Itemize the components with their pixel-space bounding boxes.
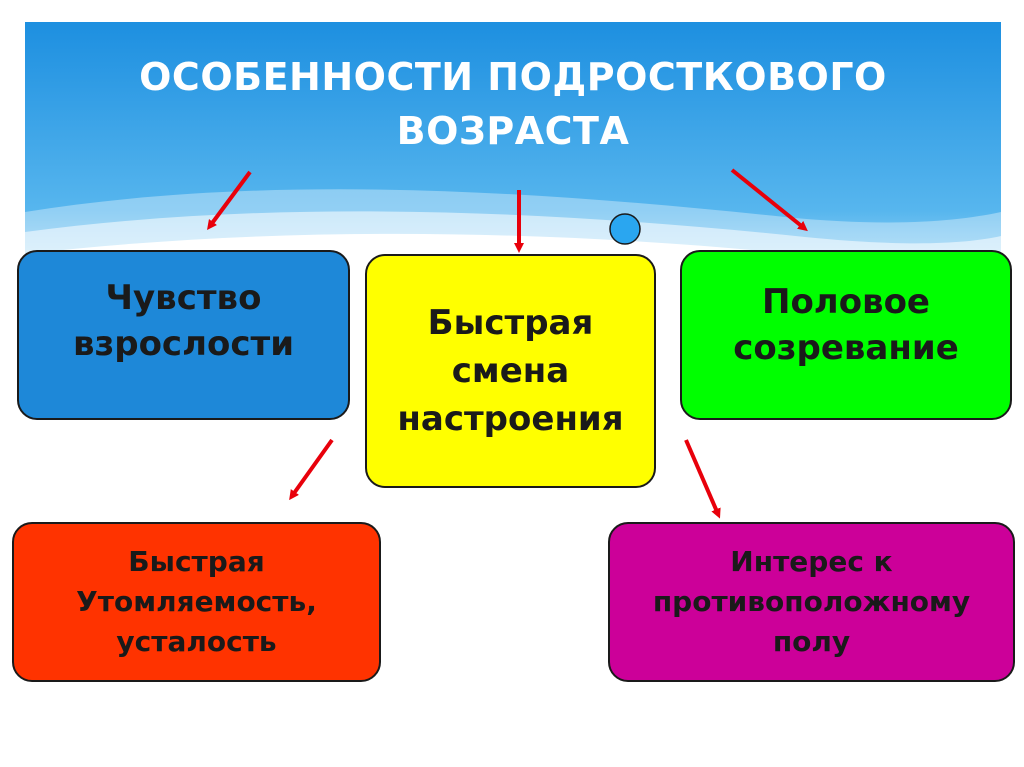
node-line: противоположному bbox=[652, 585, 971, 618]
node-line: созревание bbox=[733, 328, 959, 368]
node-line: Интерес к bbox=[730, 545, 893, 578]
node-interest-opposite-sex: Интерес к противоположному полу bbox=[608, 522, 1015, 682]
node-line: полу bbox=[772, 625, 851, 658]
node-line: усталость bbox=[116, 625, 277, 658]
node-fatigue: Быстрая Утомляемость, усталость bbox=[12, 522, 381, 682]
arrow-to-feeling-adult bbox=[207, 170, 252, 231]
node-line: Половое bbox=[761, 282, 930, 322]
node-mood-swings: Быстрая смена настроения bbox=[365, 254, 656, 488]
decorative-circle bbox=[609, 213, 641, 245]
node-line: Быстрая bbox=[128, 545, 265, 578]
node-puberty: Половое созревание bbox=[680, 250, 1012, 420]
node-line: Чувство bbox=[105, 278, 262, 318]
node-line: Быстрая bbox=[427, 303, 594, 343]
arrow-to-puberty bbox=[730, 168, 808, 232]
title-line-1: ОСОБЕННОСТИ ПОДРОСТКОВОГО bbox=[139, 55, 887, 99]
arrow-to-interest bbox=[684, 439, 721, 519]
node-feeling-adult: Чувство взрослости bbox=[17, 250, 350, 420]
arrow-to-fatigue bbox=[289, 438, 334, 501]
node-line: взрослости bbox=[72, 324, 295, 364]
node-line: настроения bbox=[397, 399, 624, 439]
node-line: Утомляемость, bbox=[76, 585, 317, 618]
node-line: смена bbox=[451, 351, 570, 391]
title-line-2: ВОЗРАСТА bbox=[396, 109, 630, 153]
page-title: ОСОБЕННОСТИ ПОДРОСТКОВОГО ВОЗРАСТА bbox=[25, 50, 1001, 158]
